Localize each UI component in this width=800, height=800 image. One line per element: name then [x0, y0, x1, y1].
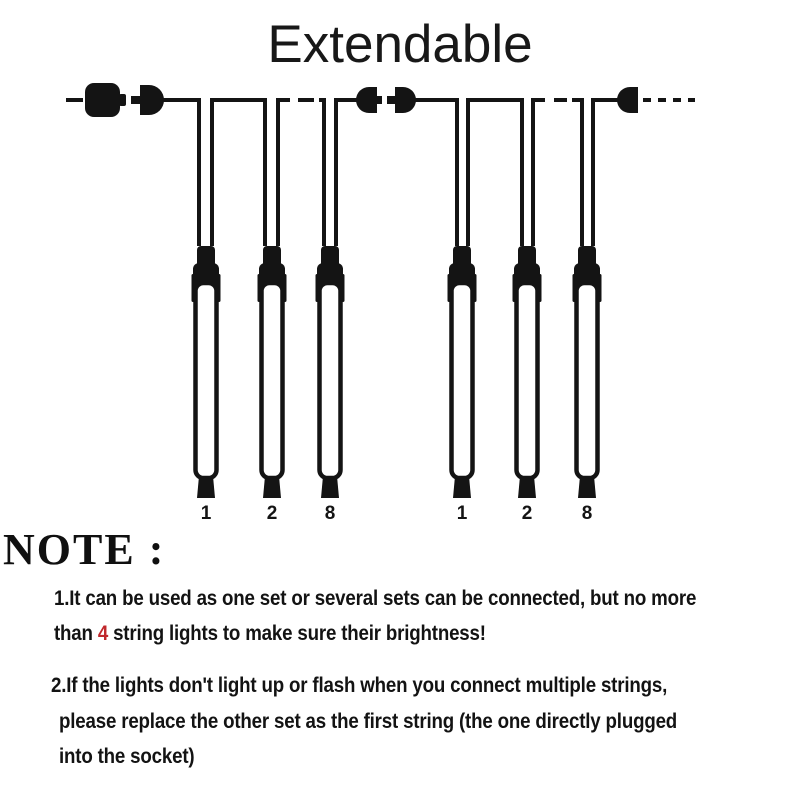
tube-label: 1	[201, 503, 212, 524]
note-heading: NOTE :	[3, 525, 166, 574]
light-tube	[316, 246, 345, 498]
note1-line2-after: string lights to make sure their brightn…	[108, 621, 486, 645]
tube-label: 2	[522, 503, 533, 524]
page-title: Extendable	[267, 15, 533, 74]
mid-connector-male-icon	[387, 87, 416, 113]
note2-line3: into the socket)	[59, 744, 195, 768]
mid-connector-female-icon	[356, 87, 382, 113]
wiring-diagram: 1 2 8 1 2 8	[66, 83, 695, 524]
string-wire	[66, 98, 695, 246]
note1-line2-before: than	[54, 621, 98, 645]
tube-label: 8	[325, 503, 336, 524]
light-tube	[192, 246, 221, 498]
note1-line1: 1.It can be used as one set or several s…	[54, 586, 697, 610]
tube-label: 2	[267, 503, 278, 524]
light-tube	[573, 246, 602, 498]
end-connector-female-icon	[617, 87, 638, 113]
tube-label: 1	[457, 503, 468, 524]
light-tube	[513, 246, 542, 498]
light-tube	[258, 246, 287, 498]
power-plug-male-icon	[131, 85, 164, 115]
light-tube	[448, 246, 477, 498]
tube-label: 8	[582, 503, 593, 524]
note2-line1: 2.If the lights don't light up or flash …	[51, 673, 668, 697]
note1-line2: than 4 string lights to make sure their …	[54, 621, 486, 646]
note2-line2: please replace the other set as the firs…	[59, 709, 678, 733]
power-plug-female-icon	[85, 83, 126, 117]
max-strings-number: 4	[97, 621, 109, 645]
